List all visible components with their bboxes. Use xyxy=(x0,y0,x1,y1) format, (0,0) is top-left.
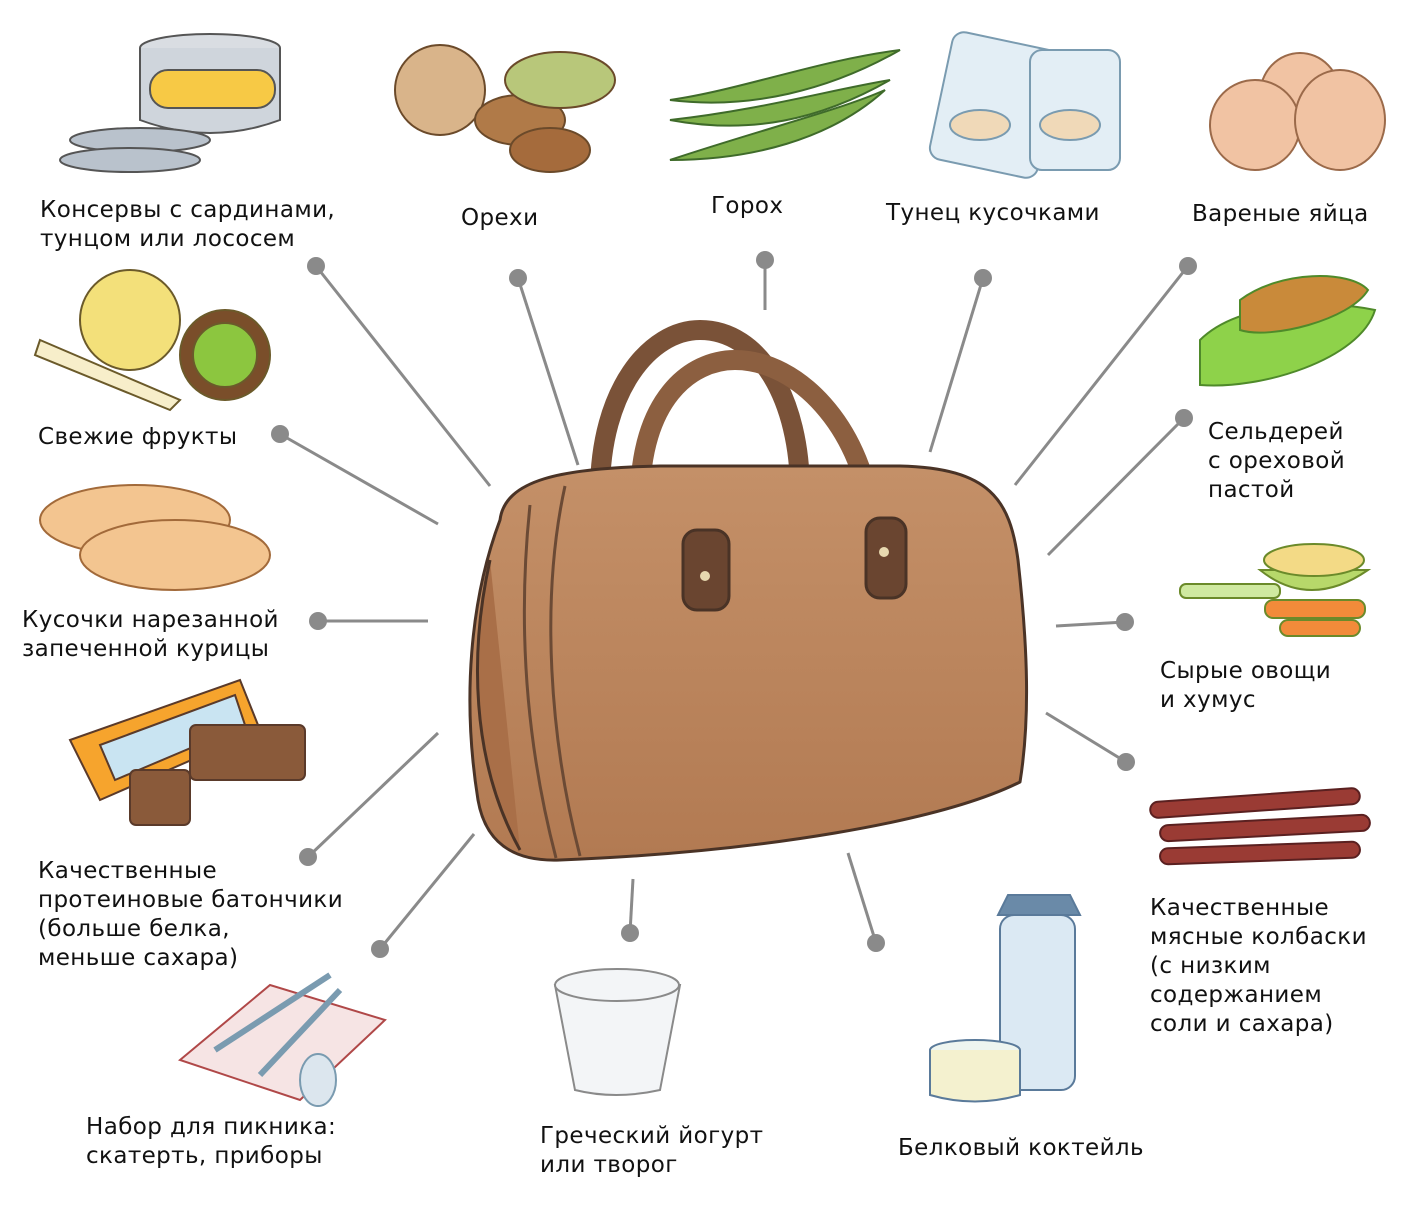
label-nuts: Орехи xyxy=(461,205,539,231)
connector-celery xyxy=(1046,409,1193,557)
connector-eggs xyxy=(1013,257,1197,486)
label-shake: Белковый коктейль xyxy=(898,1135,1144,1161)
label-bars: Качественные протеиновые батончики (боль… xyxy=(38,858,344,971)
bag-illustration xyxy=(468,320,1029,862)
peas-illustration xyxy=(669,49,901,161)
yogurt-illustration xyxy=(553,968,682,1096)
protein-bars-illustration xyxy=(68,678,306,826)
picnic-set-illustration xyxy=(177,972,387,1107)
connector-chicken xyxy=(309,612,428,630)
nuts-illustration xyxy=(394,44,616,173)
meat-sticks-illustration xyxy=(1149,787,1371,866)
label-canned-fish: Консервы с сардинами, тунцом или лососем xyxy=(40,197,336,252)
connector-yogurt xyxy=(621,878,639,942)
connector-tuna xyxy=(928,269,992,453)
label-peas: Горох xyxy=(711,193,784,219)
protein-shake-illustration xyxy=(929,894,1082,1103)
connector-picnic xyxy=(371,833,476,958)
chicken-illustration xyxy=(39,484,271,591)
connector-canned-fish xyxy=(307,257,492,487)
connector-nuts xyxy=(509,269,580,466)
label-yogurt: Греческий йогурт или творог xyxy=(540,1123,764,1178)
label-veggies: Сырые овощи и хумус xyxy=(1160,658,1332,713)
connector-lines xyxy=(271,251,1197,958)
connector-shake xyxy=(846,852,885,952)
label-picnic: Набор для пикника: скатерть, приборы xyxy=(86,1114,337,1169)
label-tuna: Тунец кусочками xyxy=(886,200,1100,226)
label-eggs: Вареные яйца xyxy=(1192,201,1369,227)
celery-illustration xyxy=(1199,275,1377,387)
connector-bars xyxy=(299,731,440,866)
fruits-illustration xyxy=(33,269,271,412)
canned-fish-illustration xyxy=(59,33,281,173)
eggs-illustration xyxy=(1209,52,1386,171)
connector-fruits xyxy=(271,425,439,526)
tuna-packs-illustration xyxy=(928,31,1121,179)
label-chicken: Кусочки нарезанной запеченной курицы xyxy=(22,607,279,662)
connector-meat xyxy=(1045,711,1135,771)
label-fruits: Свежие фрукты xyxy=(38,424,238,450)
connector-veggies xyxy=(1055,613,1134,631)
veggies-hummus-illustration xyxy=(1179,543,1372,637)
connector-peas xyxy=(756,251,774,310)
label-meat: Качественные мясные колбаски (с низким с… xyxy=(1150,895,1367,1037)
label-celery: Сельдерей с ореховой пастой xyxy=(1208,419,1346,503)
